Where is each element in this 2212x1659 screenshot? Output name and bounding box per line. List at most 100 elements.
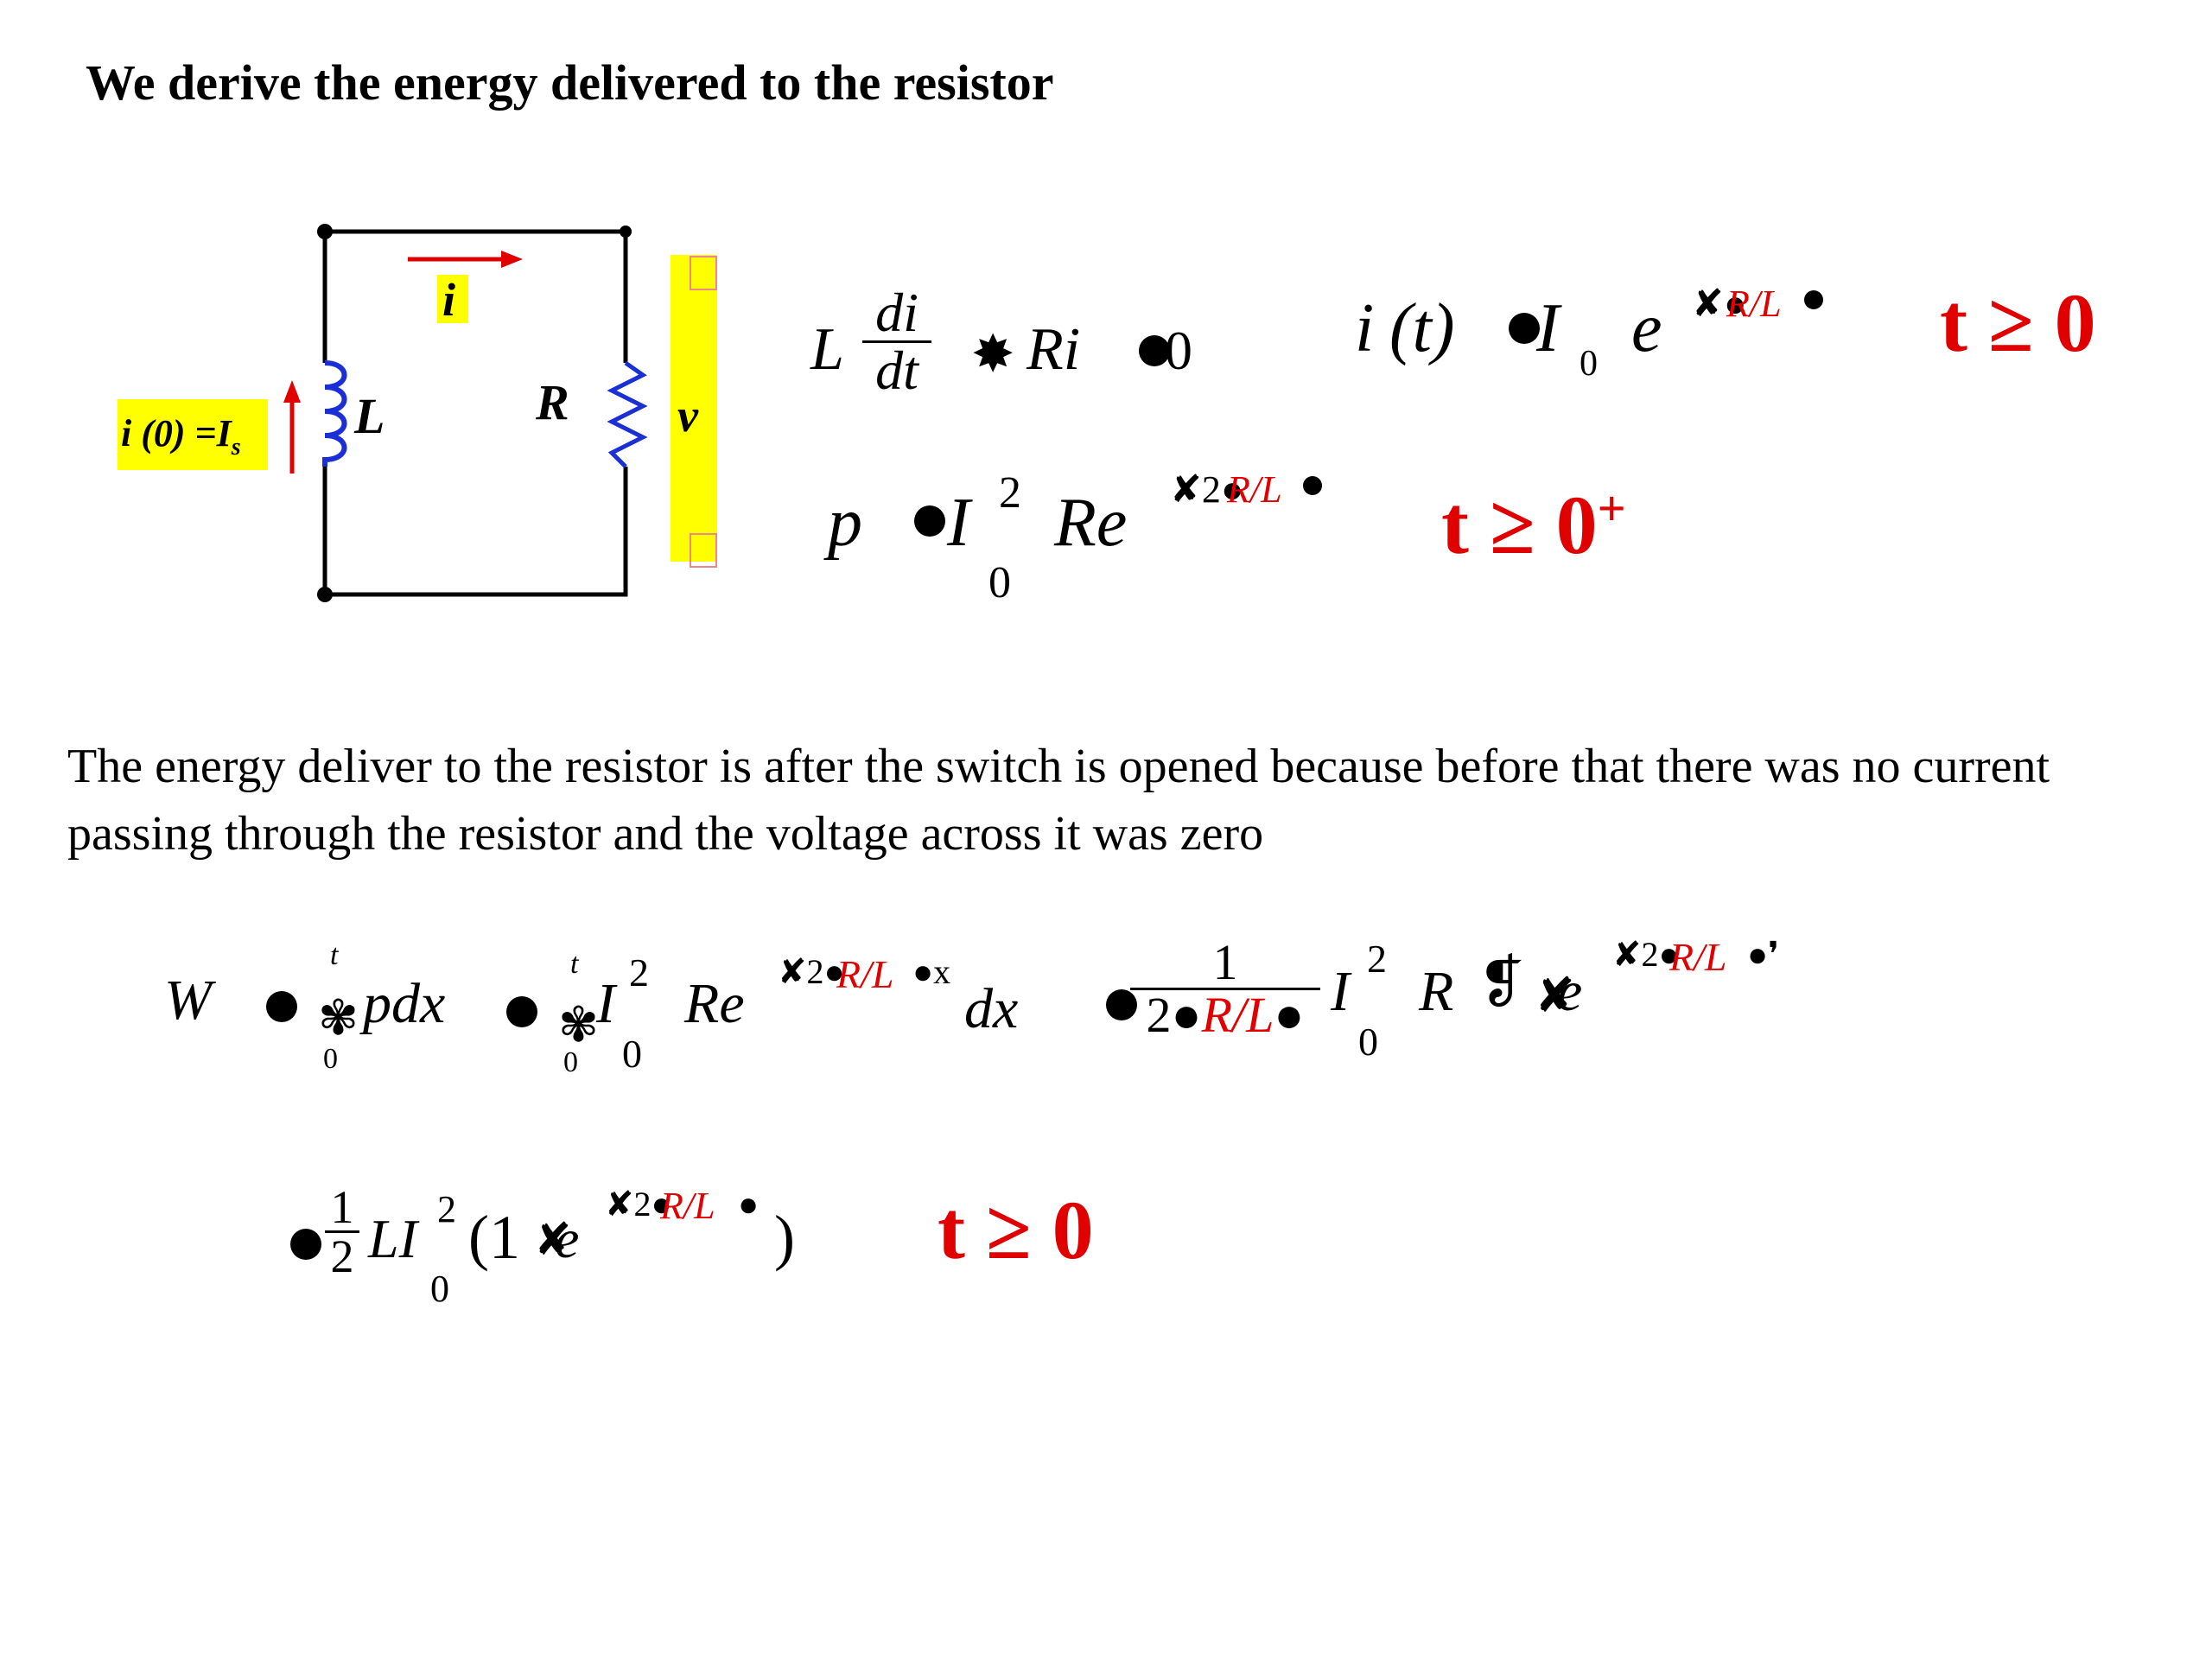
eq2-e: e [1631,290,1662,366]
eq2-exp-glyph: ✘● [1692,283,1747,325]
eq2-condition: t ≥ 0 [1940,276,2096,369]
eq5-exp-2: 2 [633,1185,652,1224]
eq1-L: L [810,316,844,383]
eq5-LI: LI [368,1208,417,1269]
eq3-Re: Re [1054,485,1128,561]
eq4-sub0b: 0 [1358,1020,1378,1064]
eq4-upper1: t [330,939,339,971]
eq4-e: e [1557,960,1583,1023]
eq1-den: dt [875,340,918,401]
eq4-W: W [164,969,212,1032]
eq4-exp2-glyph: ✘2● [1612,935,1680,974]
eq4-R: R [1419,960,1454,1023]
eq4-open-glyph: ❡ [1478,951,1526,1014]
eq4-Re: Re [684,972,745,1035]
eq4-frac-den-close: ● [1274,987,1305,1043]
eq3-condition: t ≥ 0+ [1441,484,1626,567]
eq1-num: di [875,282,918,343]
inductor-label: L [354,388,385,444]
eq1-equals-dot [1139,335,1170,366]
eq4-frac-bar [1130,988,1320,990]
eq4-lower2: 0 [563,1046,578,1078]
eq1-fraction: di dt [862,285,931,398]
eq4-minus-glyph: ✘ [1535,969,1575,1023]
eq5-exp: R/L [660,1185,715,1227]
eq4-exp-glyph: ✘2● [778,952,845,991]
eq4-sup2: 2 [629,950,649,995]
eq4-integral-glyph-2: ✾ [558,999,599,1052]
eq2-i: i [1355,290,1375,366]
eq4-equals-dot-1 [266,991,297,1022]
eq5-equals-dot [290,1229,321,1260]
eq2-exp: R/L [1726,283,1782,325]
eq4-frac-den-2: 2 [1146,987,1172,1043]
eq4-pdx: pdx [363,972,446,1035]
eq4-fraction: 1 2●R/L● [1130,938,1320,1040]
eq4-equals-dot-3 [1106,989,1137,1020]
eq5-minus-glyph: ✘ [534,1216,572,1265]
inductor-symbol [322,360,347,467]
eq5-frac-num: 1 [330,1181,354,1233]
eq4-exp2-2: 2 [1641,935,1659,974]
eq2-I: I [1536,290,1560,366]
equation-energy-result: 1 2 LI 2 0 (1 ✘ e ✘2● R/L ● ) [290,1175,826,1322]
eq4-exp2: R/L [1669,935,1727,979]
eq1-plus-glyph: ✸ [971,326,1015,383]
explanation-paragraph: The energy deliver to the resistor is af… [67,740,2050,861]
current-label: i [442,274,456,326]
eq3-equals-dot [914,505,945,537]
eq4-frac-den-rl: R/L [1201,987,1274,1043]
page-title: We derive the energy delivered to the re… [86,54,1054,111]
eq3-condition-text: t ≥ 0 [1441,479,1598,571]
eq4-dx: dx [964,977,1019,1040]
eq2-equals-dot [1509,313,1540,344]
eq5-exp-glyph: ✘2● [605,1185,672,1224]
eq4-frac-den: 2●R/L● [1130,990,1320,1040]
eq3-sup2: 2 [999,468,1021,518]
resistor-symbol [607,360,648,468]
eq4-upper2: t [570,948,579,980]
eq2-exp-dot [1804,290,1823,309]
eq4-frac-den-dot: ● [1171,987,1202,1043]
current-label-highlight [437,275,468,323]
eq4-equals-dot-2 [506,996,537,1027]
eq4-I2: I [1331,960,1350,1023]
eq4-I: I [596,972,615,1035]
eq4-integral-glyph-1: ✾ [318,992,359,1046]
eq5-paren-one: (1 [468,1203,520,1272]
eq4-frac-num: 1 [1212,934,1238,990]
eq1-zero: 0 [1165,320,1192,381]
eq1-Ri: Ri [1027,316,1081,383]
eq4-sub0: 0 [622,1032,642,1076]
equation-power: p I 2 0 Re ✘2● R/L [828,471,1346,609]
voltage-label: v [677,390,698,442]
resistor-label: R [536,374,569,430]
initial-condition-label: i (0) =Is [121,411,241,461]
eq3-exp-dot [1303,476,1322,495]
eq5-fraction: 1 2 [325,1184,359,1280]
initial-condition-sub: s [231,433,241,461]
eq4-exp: R/L [836,952,894,996]
eq2-t: (t) [1389,290,1455,366]
eq5-exp-dot: ● [738,1185,760,1224]
eq2-sub0: 0 [1580,344,1598,384]
eq3-I: I [947,485,970,561]
eq4-lower1: 0 [323,1043,338,1075]
eq5-frac-den: 2 [330,1230,354,1282]
eq3-sub0: 0 [988,558,1011,607]
eq3-condition-sup: + [1597,480,1626,537]
eq3-p: p [828,485,862,561]
eq3-exp-2: 2 [1201,468,1221,511]
eq5-condition: t ≥ 0 [938,1184,1094,1276]
eq4-close-glyph: ●❜ [1747,935,1780,974]
eq5-e: e [555,1208,580,1269]
eq3-exp: R/L [1227,468,1282,511]
initial-condition-highlight [118,399,268,470]
initial-condition-text: i (0) =I [121,412,232,454]
eq4-exp-2: 2 [806,952,824,991]
equation-current: i (t) I 0 e ✘● R/L [1355,285,1839,389]
eq4-exp-close: ●x [912,952,951,991]
eq4-sup2b: 2 [1367,937,1387,981]
eq5-close: ) [774,1203,795,1272]
eq5-frac-bar [325,1230,359,1233]
